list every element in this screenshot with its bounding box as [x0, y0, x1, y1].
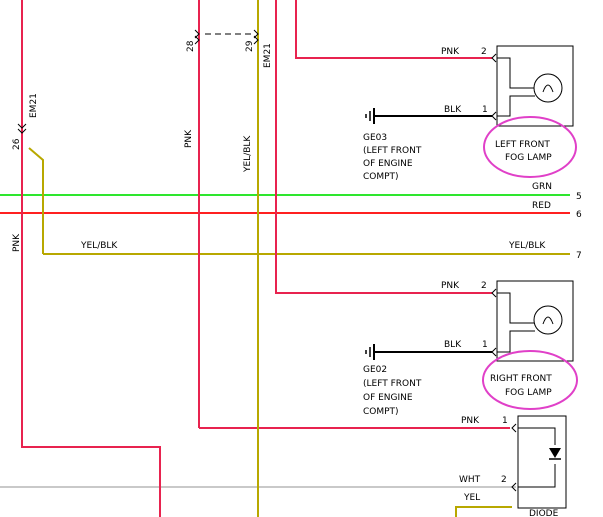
- right-lamp-highlight: [482, 350, 578, 410]
- ground-ge02-id: GE02: [363, 365, 387, 375]
- right-lamp-blk-label: BLK: [444, 340, 462, 350]
- ground-ge02-line2: OF ENGINE: [363, 393, 413, 403]
- bus-grn-number: 5: [576, 192, 582, 202]
- ground-ge03-line3: COMPT): [363, 172, 399, 182]
- em21-yel-pin-label: 29: [245, 40, 255, 52]
- bus-yel-blk-label: YEL/BLK: [508, 241, 546, 251]
- em21-pnk-pin-label: 28: [186, 40, 196, 52]
- left-lamp-highlight: [483, 116, 577, 178]
- wire-diode-yel: [455, 506, 512, 517]
- diode-pin1-label: 1: [502, 416, 508, 426]
- diode-icon: [549, 448, 561, 458]
- bus-yel-blk-left-label: YEL/BLK: [80, 241, 118, 251]
- left-lamp-blk-label: BLK: [444, 105, 462, 115]
- right-lamp-pin1-label: 1: [482, 340, 488, 350]
- diode-pnk-label: PNK: [461, 416, 480, 426]
- left-lamp-pin1-label: 1: [482, 105, 488, 115]
- bus-red-label: RED: [532, 201, 551, 211]
- ground-ge03-line1: (LEFT FRONT: [363, 146, 422, 156]
- bus-red-number: 6: [576, 210, 582, 220]
- left-lamp-pnk-label: PNK: [441, 47, 460, 57]
- diode-wht-label: WHT: [459, 475, 481, 485]
- ground-ge02-line1: (LEFT FRONT: [363, 379, 422, 389]
- right-lamp-pin2-label: 2: [481, 281, 487, 291]
- em21-left-name-label: EM21: [29, 93, 39, 118]
- diode-name-label: DIODE: [529, 509, 559, 517]
- left-lamp-name-line2: FOG LAMP: [505, 153, 552, 163]
- right-lamp-name-line1: RIGHT FRONT: [490, 374, 552, 384]
- middle-yel-wire-label: YEL/BLK: [243, 135, 253, 173]
- wire-right-lamp-pnk: [275, 0, 492, 294]
- bus-grn-label: GRN: [532, 182, 552, 192]
- right-fog-lamp-bulb-icon: [533, 305, 563, 335]
- em21-yel-name-label: EM21: [263, 43, 273, 68]
- connector-chevrons: [17, 29, 517, 492]
- ground-symbol-ge03: [365, 108, 375, 124]
- diode-yel-label: YEL: [463, 493, 480, 503]
- left-lamp-pin2-label: 2: [481, 47, 487, 57]
- diode-pin2-label: 2: [501, 475, 507, 485]
- right-lamp-name-line2: FOG LAMP: [505, 388, 552, 398]
- middle-pnk-wire-label: PNK: [184, 129, 194, 148]
- ground-ge03-id: GE03: [363, 133, 387, 143]
- bus-yel-blk-number: 7: [576, 251, 582, 261]
- wire-em21-26-yel: [28, 147, 44, 254]
- wire-left-lamp-pnk: [295, 0, 492, 59]
- right-lamp-pnk-label: PNK: [441, 281, 460, 291]
- far-left-wire-label: PNK: [12, 233, 22, 252]
- ground-symbol-ge02: [365, 344, 375, 360]
- left-fog-lamp-bulb-icon: [533, 73, 563, 103]
- em21-left-pin-label: 26: [12, 138, 22, 150]
- ground-ge03-line2: OF ENGINE: [363, 159, 413, 169]
- left-lamp-name-line1: LEFT FRONT: [495, 140, 550, 150]
- diode-box: [517, 415, 567, 509]
- wire-far-left-pnk: [21, 0, 161, 517]
- ground-ge02-line3: COMPT): [363, 407, 399, 417]
